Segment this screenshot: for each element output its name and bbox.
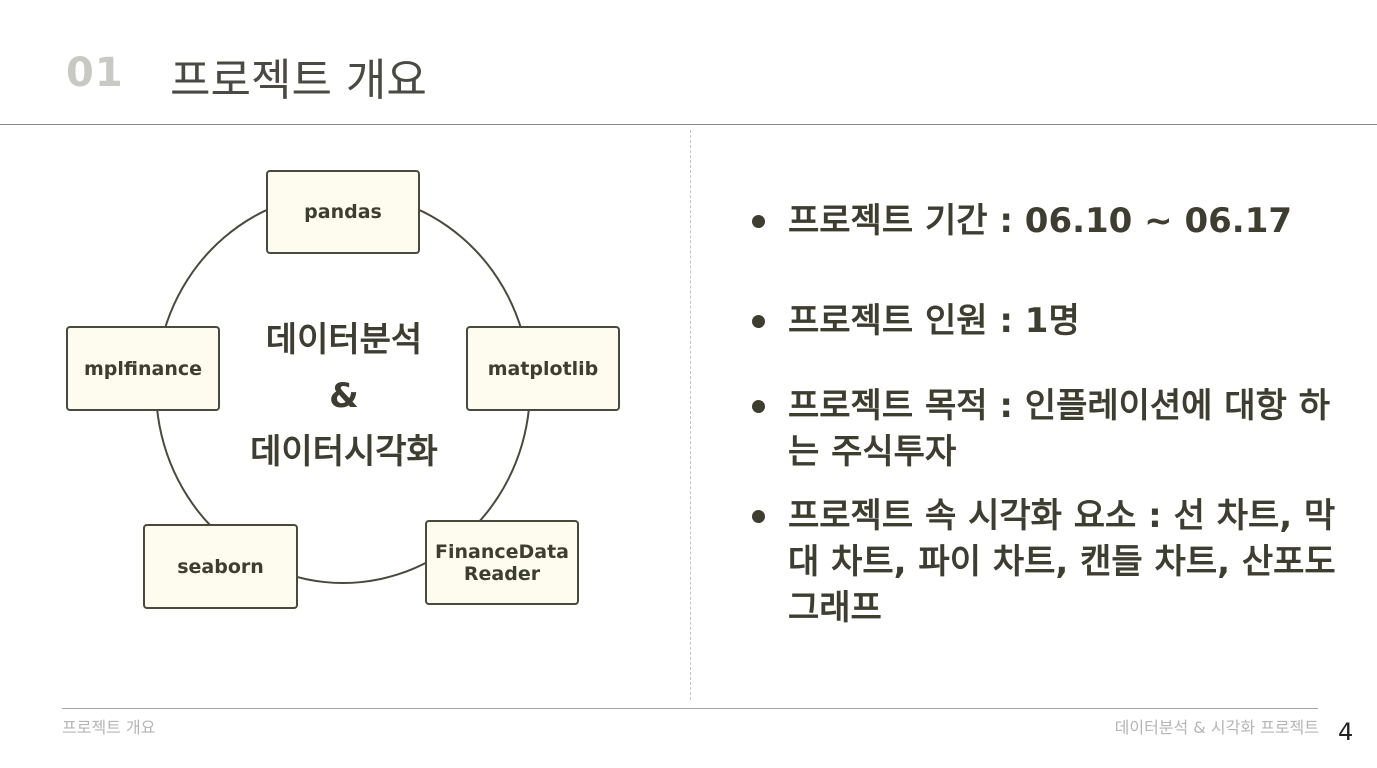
slide-title: 프로젝트 개요: [170, 55, 427, 106]
bullet-text: 프로젝트 속 시각화 요소 : 선 차트, 막대 차트, 파이 차트, 캔들 차…: [788, 496, 1336, 628]
footer-project-label: 데이터분석 & 시각화 프로젝트: [1114, 718, 1319, 737]
library-label: seaborn: [177, 555, 264, 578]
bullet-item-purpose: 프로젝트 목적 : 인플레이션에 대항 하는 주식투자: [748, 383, 1348, 475]
bullet-text: 프로젝트 목적 : 인플레이션에 대항 하는 주식투자: [788, 386, 1330, 472]
bullet-item-period: 프로젝트 기간 : 06.10 ~ 06.17: [748, 198, 1292, 244]
library-label-line1: FinanceData: [434, 540, 569, 563]
library-box-pandas: pandas: [266, 170, 420, 254]
header-divider: [0, 124, 1377, 125]
library-box-mplfinance: mplfinance: [66, 326, 220, 411]
bullet-item-visualizations: 프로젝트 속 시각화 요소 : 선 차트, 막대 차트, 파이 차트, 캔들 차…: [748, 493, 1348, 631]
bullet-dot-icon: [752, 315, 765, 328]
bullet-text: 프로젝트 인원 : 1명: [788, 301, 1080, 341]
library-label: mplfinance: [83, 357, 203, 380]
library-box-seaborn: seaborn: [143, 524, 298, 609]
library-label-line2: Reader: [463, 562, 541, 585]
bullet-item-members: 프로젝트 인원 : 1명: [748, 298, 1080, 344]
library-label: pandas: [304, 201, 382, 223]
bullet-dot-icon: [752, 510, 765, 523]
bullet-dot-icon: [752, 400, 765, 413]
center-label-line: 데이터분석: [265, 320, 423, 360]
diagram-center-label: 데이터분석 & 데이터시각화: [214, 312, 474, 480]
library-label: matplotlib: [487, 357, 599, 380]
library-box-financedatareader: FinanceData Reader: [425, 520, 579, 605]
center-label-line: 데이터시각화: [250, 432, 438, 472]
bullet-dot-icon: [752, 215, 765, 228]
page-number: 4: [1338, 718, 1354, 746]
bullet-text: 프로젝트 기간 : 06.10 ~ 06.17: [788, 201, 1293, 241]
center-label-line: &: [329, 376, 359, 416]
slide-number: 01: [66, 50, 124, 96]
footer-section-label: 프로젝트 개요: [62, 718, 156, 737]
column-divider: [690, 130, 691, 700]
library-box-matplotlib: matplotlib: [466, 326, 620, 411]
footer-divider: [62, 708, 1318, 709]
